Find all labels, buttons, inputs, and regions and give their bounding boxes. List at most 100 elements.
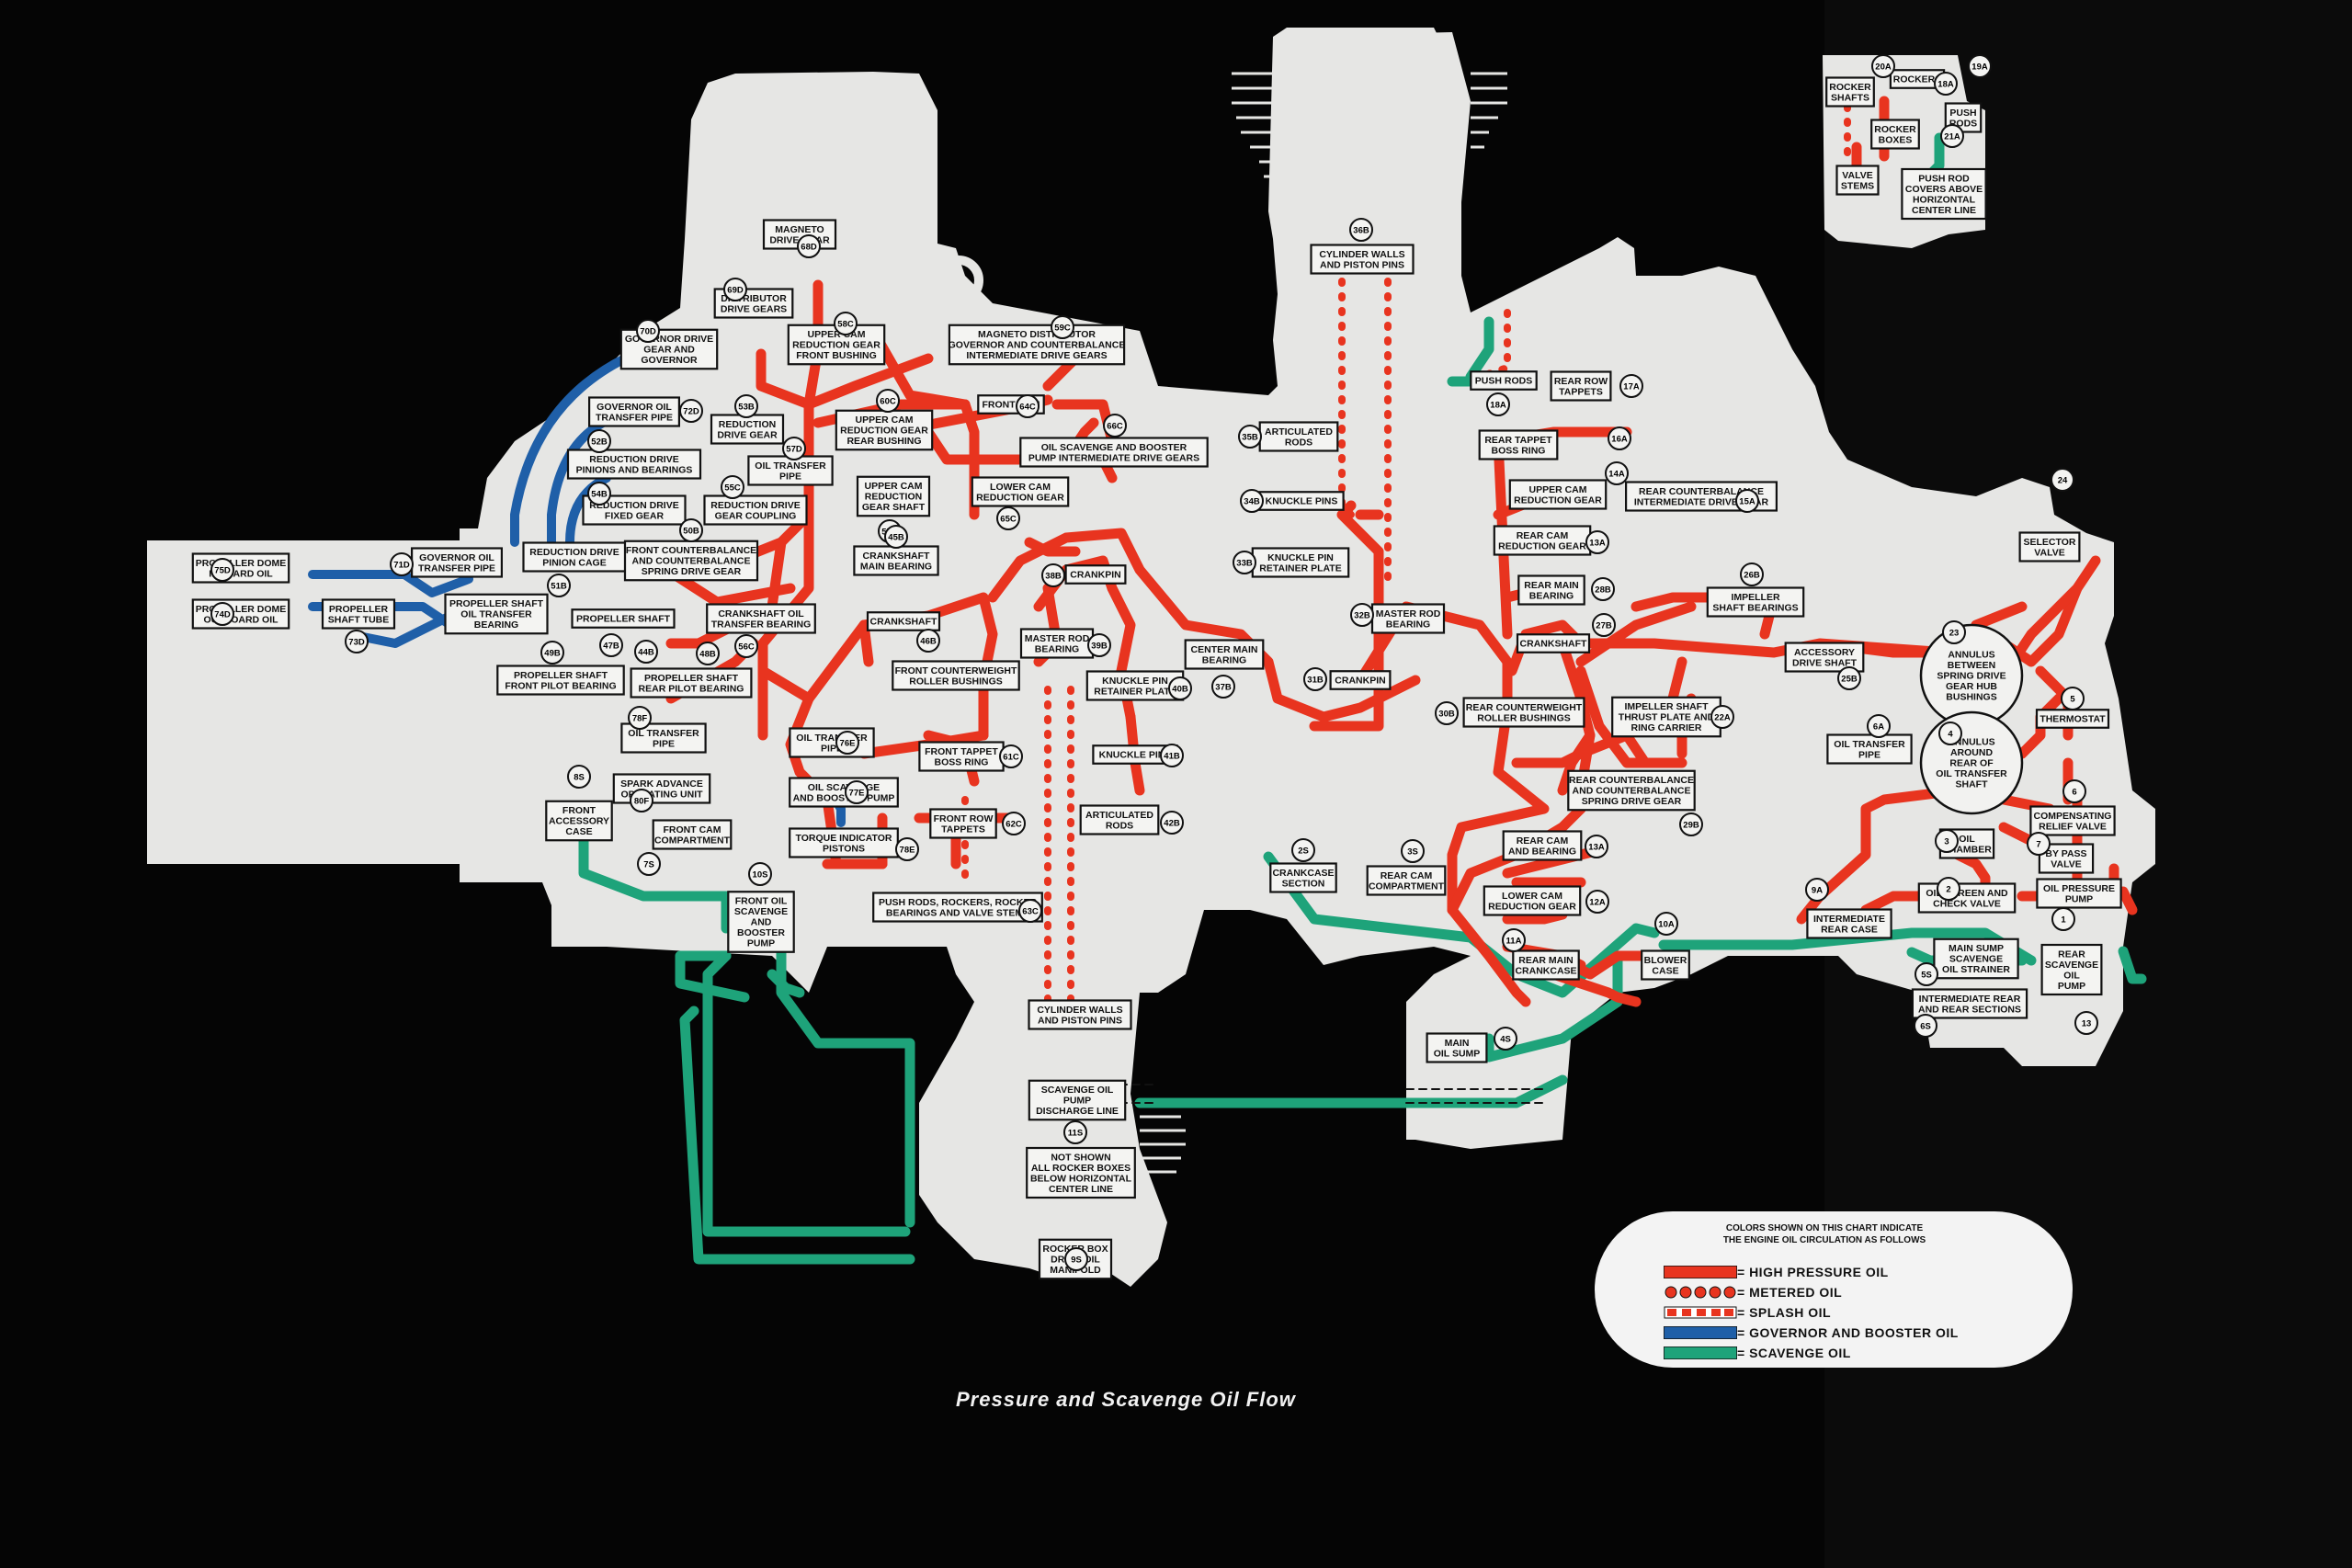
component-box-outline <box>1028 1079 1127 1121</box>
component-box-outline <box>703 494 808 526</box>
component-label-line: BOSS RING <box>1492 445 1546 456</box>
component-box-outline <box>2040 943 2103 996</box>
legend-title-line-2: THE ENGINE OIL CIRCULATION AS FOLLOWS <box>1722 1235 1926 1245</box>
component-label-line: MAIN BEARING <box>860 561 932 572</box>
badge-41b: 41B <box>1160 744 1184 767</box>
badge-circle <box>679 518 703 542</box>
component-label-line: REDUCTION GEAR <box>840 426 928 437</box>
badge-45b: 45B <box>884 525 908 549</box>
component-label-line: INTERMEDIATE REAR <box>1919 994 2021 1005</box>
badge-number: 10S <box>753 870 768 881</box>
component-label-line: FRONT PILOT BEARING <box>505 680 616 691</box>
component-label-line: PROPELLER SHAFT <box>576 614 671 625</box>
badge-16a: 16A <box>1608 426 1631 450</box>
component-label-line: FRONT OIL <box>735 896 788 907</box>
component-label-line: UPPER CAM <box>864 481 922 492</box>
component-box-outline <box>619 328 719 370</box>
component-box-outline <box>1502 830 1583 861</box>
badge-number: 71D <box>393 561 410 571</box>
component-box-outline <box>1516 633 1591 653</box>
component-label-line: ROCKERS <box>1893 74 1942 85</box>
component-label-line: MAIN <box>1445 1038 1470 1049</box>
badge-circle <box>679 399 703 423</box>
badge-46b: 46B <box>916 629 940 653</box>
component-label-line: MAGNETO <box>775 224 824 235</box>
badge-number: 12A <box>1589 898 1606 908</box>
component-label-line: ARTICULATED <box>1265 426 1333 437</box>
badge-number: 31B <box>1307 676 1324 686</box>
badge-22a: 22A <box>1710 705 1734 729</box>
component-label-line: BUSHINGS <box>1946 692 1996 703</box>
component-label-line: REDUCTION <box>865 492 922 503</box>
badge-number: 72D <box>683 407 699 417</box>
component-box-outline <box>191 598 290 630</box>
badge-number: 17A <box>1623 382 1640 392</box>
component-label-line: HORIZONTAL <box>1913 194 1976 205</box>
badge-2: 2 <box>1937 877 1960 901</box>
component-label-line: AROUND <box>1950 747 1993 758</box>
component-label-line: ROLLER BUSHINGS <box>1477 712 1571 723</box>
badge-circle <box>2062 779 2086 803</box>
component-label-line: BEARINGS AND VALVE STEMS <box>886 907 1029 918</box>
badge-13a: 13A <box>1585 835 1608 858</box>
component-label-line: ACCESSORY <box>549 816 609 827</box>
badge-circle <box>1064 1247 1088 1271</box>
badge-4: 4 <box>1938 722 1962 745</box>
badge-circle <box>2061 687 2085 710</box>
badge-circle <box>1934 72 1958 96</box>
component-label-line: PIPE <box>779 471 801 482</box>
badge-25b: 25B <box>1837 666 1861 690</box>
badge-circle <box>916 629 940 653</box>
component-box-5: THERMOSTAT <box>2035 709 2110 729</box>
badge-circle <box>1051 315 1074 339</box>
badge-number: 78F <box>632 714 648 724</box>
component-label-line: AND <box>751 917 772 928</box>
badge-circle <box>2074 1011 2098 1035</box>
component-box-outline <box>1826 733 1913 765</box>
component-label-line: BELOW HORIZONTAL <box>1030 1173 1132 1184</box>
component-label-line: OIL SCAVENGE <box>808 782 880 793</box>
component-label-line: VALVE <box>1842 170 1872 181</box>
badge-circle <box>2051 468 2074 492</box>
component-label-line: OIL TRANSFER <box>1834 739 1905 750</box>
component-label-line: DRIVE GEARS <box>721 303 787 314</box>
badge-circle <box>1350 603 1374 627</box>
badge-number: 59C <box>1054 324 1071 334</box>
component-label-line: PIPE <box>1858 749 1880 760</box>
badge-number: 53B <box>738 403 755 413</box>
badge-37b: 37B <box>1211 675 1235 699</box>
badge-number: 30B <box>1438 710 1455 720</box>
badge-35b: 35B <box>1238 425 1262 449</box>
badge-24: 24 <box>2051 468 2074 492</box>
component-label-line: OIL TRANSFER <box>1936 768 2007 779</box>
component-label-line: REDUCTION DRIVE <box>710 500 800 511</box>
component-label-line: CHECK VALVE <box>1933 898 2001 909</box>
component-label-line: PUMP INTERMEDIATE DRIVE GEARS <box>1028 452 1199 463</box>
component-label-line: REAR COUNTERWEIGHT <box>1466 702 1583 713</box>
badge-number: 4 <box>1948 730 1953 740</box>
component-label-line: REAR PILOT BEARING <box>639 683 744 694</box>
badge-70d: 70D <box>636 319 660 343</box>
badge-73d: 73D <box>345 630 369 653</box>
component-label-line: ACCESSORY <box>1794 647 1855 658</box>
badge-number: 32B <box>1354 611 1370 621</box>
component-box-outline <box>2018 531 2081 562</box>
component-label-line: AND COUNTERBALANCE <box>632 556 751 567</box>
badge-number: 38B <box>1045 572 1062 582</box>
component-label-line: GOVERNOR AND COUNTERBALANCE <box>949 340 1126 351</box>
component-label-line: GEAR COUPLING <box>715 510 797 521</box>
badge-number: 52B <box>591 437 608 448</box>
badge-29b: 29B <box>1679 812 1703 836</box>
